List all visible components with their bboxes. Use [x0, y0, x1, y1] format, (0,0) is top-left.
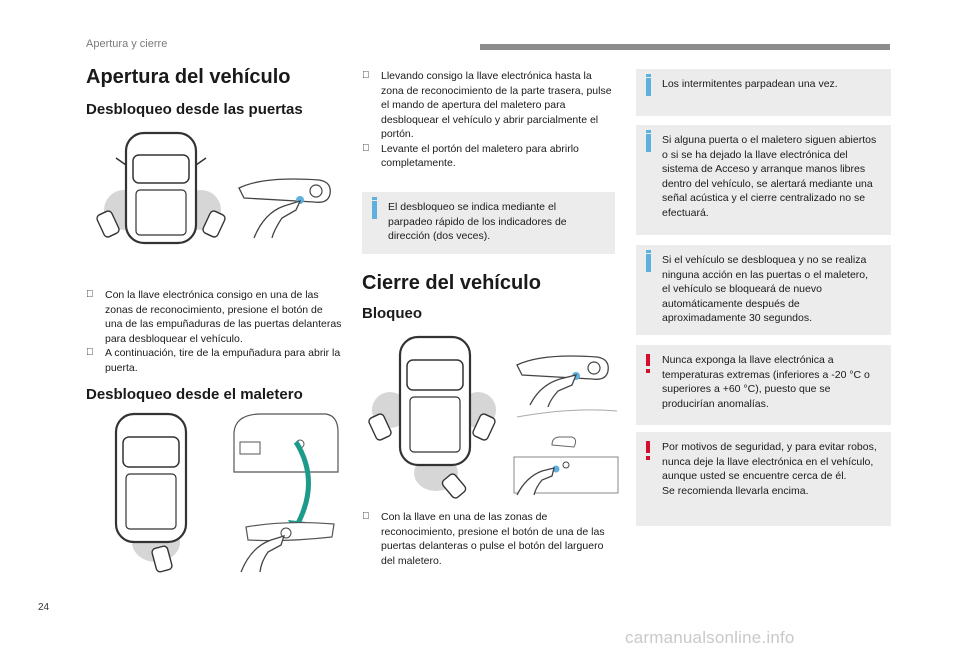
info-icon: [646, 74, 651, 96]
bullet-lock-1: Con la llave en una de las zonas de rec…: [362, 510, 616, 568]
watermark: carmanualsonline.info: [625, 628, 795, 647]
note-auto-relock: Si el vehículo se desbloquea y no se rea…: [636, 245, 891, 335]
subtitle-locking: Bloqueo: [362, 305, 422, 322]
note-unlock-indication: El desbloqueo se indica mediante el parp…: [362, 192, 615, 254]
illustration-car-doors: [96, 131, 226, 245]
subtitle-doors: Desbloqueo desde las puertas: [86, 101, 303, 118]
warning-temperatures: Nunca exponga la llave electrónica a tem…: [636, 345, 891, 425]
illustration-door-handle: [238, 178, 331, 239]
page-number: 24: [38, 602, 50, 613]
bullet-mark: : [86, 288, 94, 303]
bullet-mark: : [362, 510, 370, 525]
bullet-mark: : [86, 346, 94, 361]
bullet-mark: : [362, 69, 370, 84]
info-icon: [646, 250, 651, 272]
illustration-trunk-open: [233, 413, 339, 573]
note-indicators-once: Los intermitentes parpadean una vez.: [636, 69, 891, 116]
subtitle-trunk: Desbloqueo desde el maletero: [86, 386, 303, 403]
bullet-doors-2: A continuación, tire de la empuñadura p…: [86, 346, 342, 375]
warning-icon: [646, 354, 650, 373]
bullet-mark: : [362, 142, 370, 157]
illustration-car-lock: [368, 335, 496, 499]
page-title: Apertura del vehículo: [86, 66, 291, 88]
illustration-lock-handle: [513, 355, 619, 496]
info-icon: [646, 130, 651, 152]
warning-security: Por motivos de seguridad, y para evitar …: [636, 432, 891, 526]
bullet-doors-1: Con la llave electrónica consigo en una…: [86, 288, 342, 346]
bullet-trunk-1: Llevando consigo la llave electrónica h…: [362, 69, 616, 142]
illustration-car-trunk: [114, 412, 188, 573]
header-rule: [480, 44, 890, 50]
info-icon: [372, 197, 377, 219]
note-doors-open: Si alguna puerta o el maletero siguen ab…: [636, 125, 891, 235]
section-title-closing: Cierre del vehículo: [362, 272, 541, 294]
section-label: Apertura y cierre: [86, 38, 168, 50]
warning-icon: [646, 441, 650, 460]
bullet-trunk-2: Levante el portón del maletero para abr…: [362, 142, 616, 171]
